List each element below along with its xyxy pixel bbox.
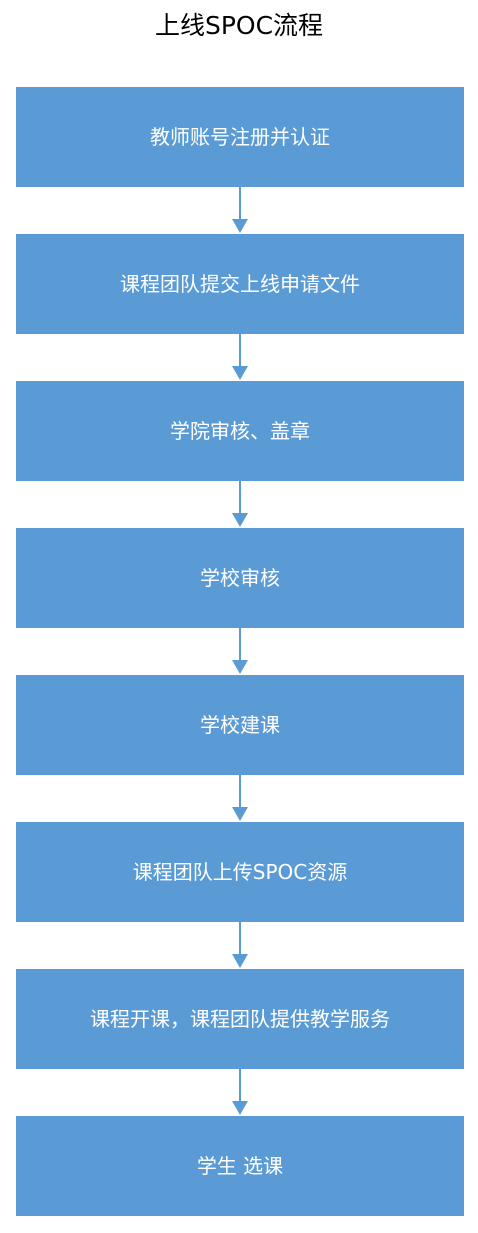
flow-arrow-1 (232, 187, 248, 233)
step-label: 教师账号注册并认证 (150, 125, 330, 149)
step-label: 课程开课，课程团队提供教学服务 (90, 1007, 390, 1031)
diagram-title: 上线SPOC流程 (154, 11, 324, 40)
flow-arrow-7 (232, 1069, 248, 1115)
flow-arrow-2 (232, 334, 248, 380)
step-label: 学校审核 (200, 566, 280, 590)
step-box-7: 课程开课，课程团队提供教学服务 (16, 969, 464, 1069)
step-box-8: 学生 选课 (16, 1116, 464, 1216)
step-box-1: 教师账号注册并认证 (16, 87, 464, 187)
step-box-5: 学校建课 (16, 675, 464, 775)
step-label: 学院审核、盖章 (170, 419, 310, 443)
step-box-2: 课程团队提交上线申请文件 (16, 234, 464, 334)
step-box-4: 学校审核 (16, 528, 464, 628)
flow-arrow-6 (232, 922, 248, 968)
flow-arrow-3 (232, 481, 248, 527)
flow-arrow-4 (232, 628, 248, 674)
step-label: 学生 选课 (196, 1154, 284, 1178)
step-box-3: 学院审核、盖章 (16, 381, 464, 481)
step-label: 课程团队上传SPOC资源 (132, 860, 348, 884)
flow-arrow-5 (232, 775, 248, 821)
step-label: 学校建课 (200, 713, 280, 737)
step-box-6: 课程团队上传SPOC资源 (16, 822, 464, 922)
step-label: 课程团队提交上线申请文件 (120, 272, 360, 296)
